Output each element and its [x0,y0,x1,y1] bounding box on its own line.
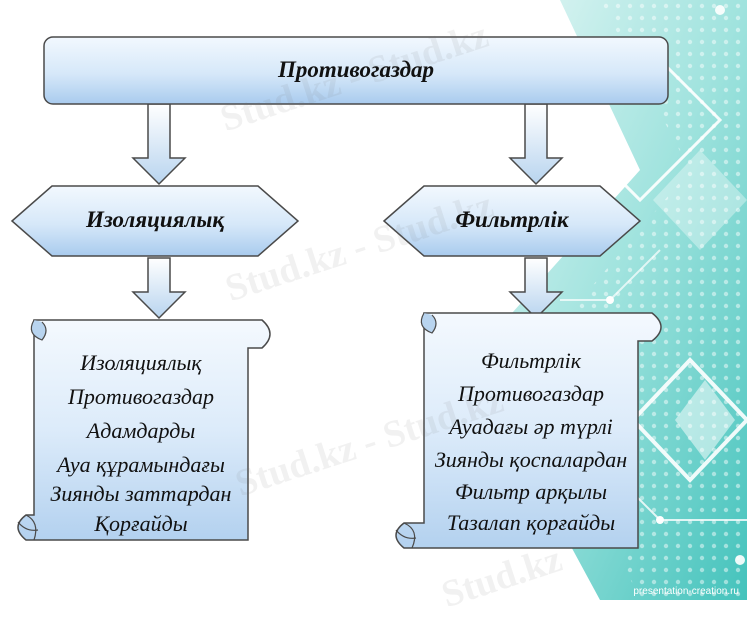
arrow-left-to-scroll [131,257,187,320]
right-scroll-line: Тазалап қорғайды [446,510,616,535]
root-box [43,36,669,105]
slide: Stud.kz - Stud.kz Stud.kz - Stud.kz Stud… [10,0,747,616]
left-branch-box [10,185,300,257]
left-scroll-line: Противогаздар [67,384,215,409]
arrow-root-to-left [131,103,187,186]
right-scroll [395,312,662,549]
credit-text: presentation-creation.ru [633,586,739,597]
right-scroll-line: Зиянды қоспалардан [434,447,628,472]
right-scroll-line: Противогаздар [457,381,605,406]
right-scroll-line: Фильтр арқылы [454,479,608,504]
left-scroll-line: Қорғайды [94,511,188,536]
left-scroll-line: Ауа құрамындағы [57,452,225,477]
right-branch-label: Фильтрлік [455,207,569,232]
arrow-right-to-scroll [508,257,564,320]
slide-graphics [10,0,747,600]
root-label: Противогаздар [277,57,435,82]
left-scroll-line: Зиянды заттардан [50,481,232,506]
left-branch-label: Изоляциялық [86,207,224,232]
left-scroll-line: Изоляциялық [80,350,202,375]
arrow-root-to-right [508,103,564,186]
right-scroll-line: Ауадағы әр түрлі [449,414,613,439]
left-scroll-line: Адамдарды [86,418,196,443]
left-scroll [17,319,271,541]
right-branch-box [382,185,642,257]
right-scroll-line: Фильтрлік [480,348,582,373]
